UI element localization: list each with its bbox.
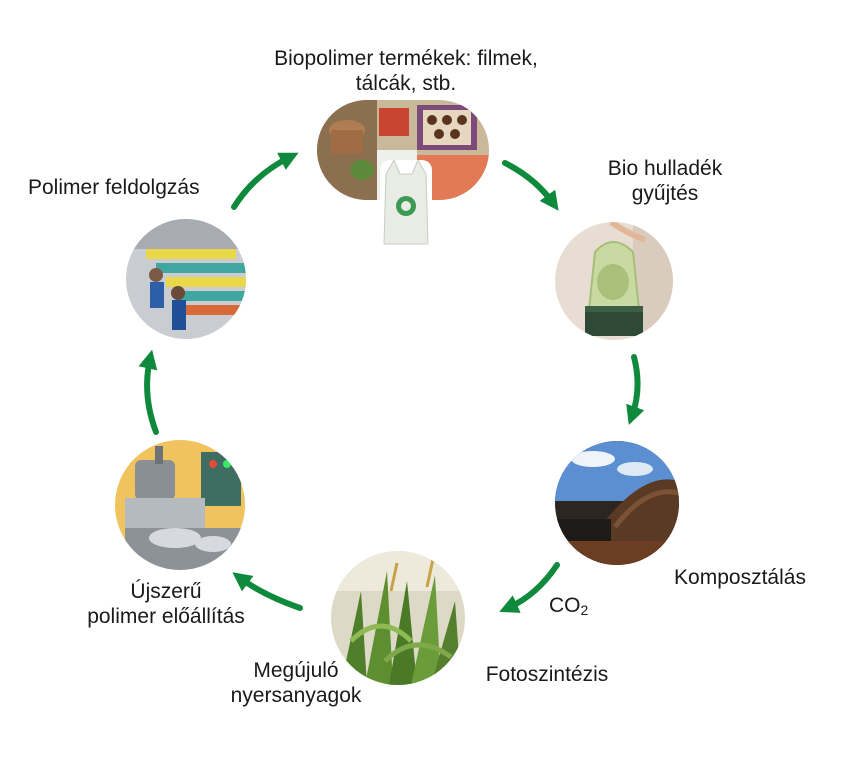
novel-label: Újszerű polimer előállítás <box>60 579 272 629</box>
processing-label: Polimer feldolgzás <box>28 175 242 200</box>
novel-photo <box>115 440 245 570</box>
renewable-label: Megújuló nyersanyagok <box>216 658 376 708</box>
products-bag-photo <box>380 160 432 246</box>
photosynthesis-label: Fotoszintézis <box>468 662 626 687</box>
waste-photo <box>555 222 673 340</box>
arrow-novel-to-processing <box>147 359 156 432</box>
co2-label: CO2 <box>549 594 588 618</box>
products-label: Biopolimer termékek: filmek, tálcák, stb… <box>236 46 576 96</box>
processing-photo <box>126 219 246 339</box>
polymer-machine-icon <box>115 440 245 570</box>
waste-label: Bio hulladék gyűjtés <box>585 156 745 206</box>
compost-heap-icon <box>555 441 679 565</box>
compostable-bag-icon <box>380 160 432 246</box>
arrow-processing-to-products <box>234 157 290 207</box>
compost-photo <box>555 441 679 565</box>
arrow-products-to-waste <box>505 163 553 203</box>
compost-label: Komposztálás <box>655 565 825 590</box>
factory-line-icon <box>126 219 246 339</box>
arrow-waste-to-compost <box>632 357 638 416</box>
bio-waste-bag-icon <box>555 222 673 340</box>
